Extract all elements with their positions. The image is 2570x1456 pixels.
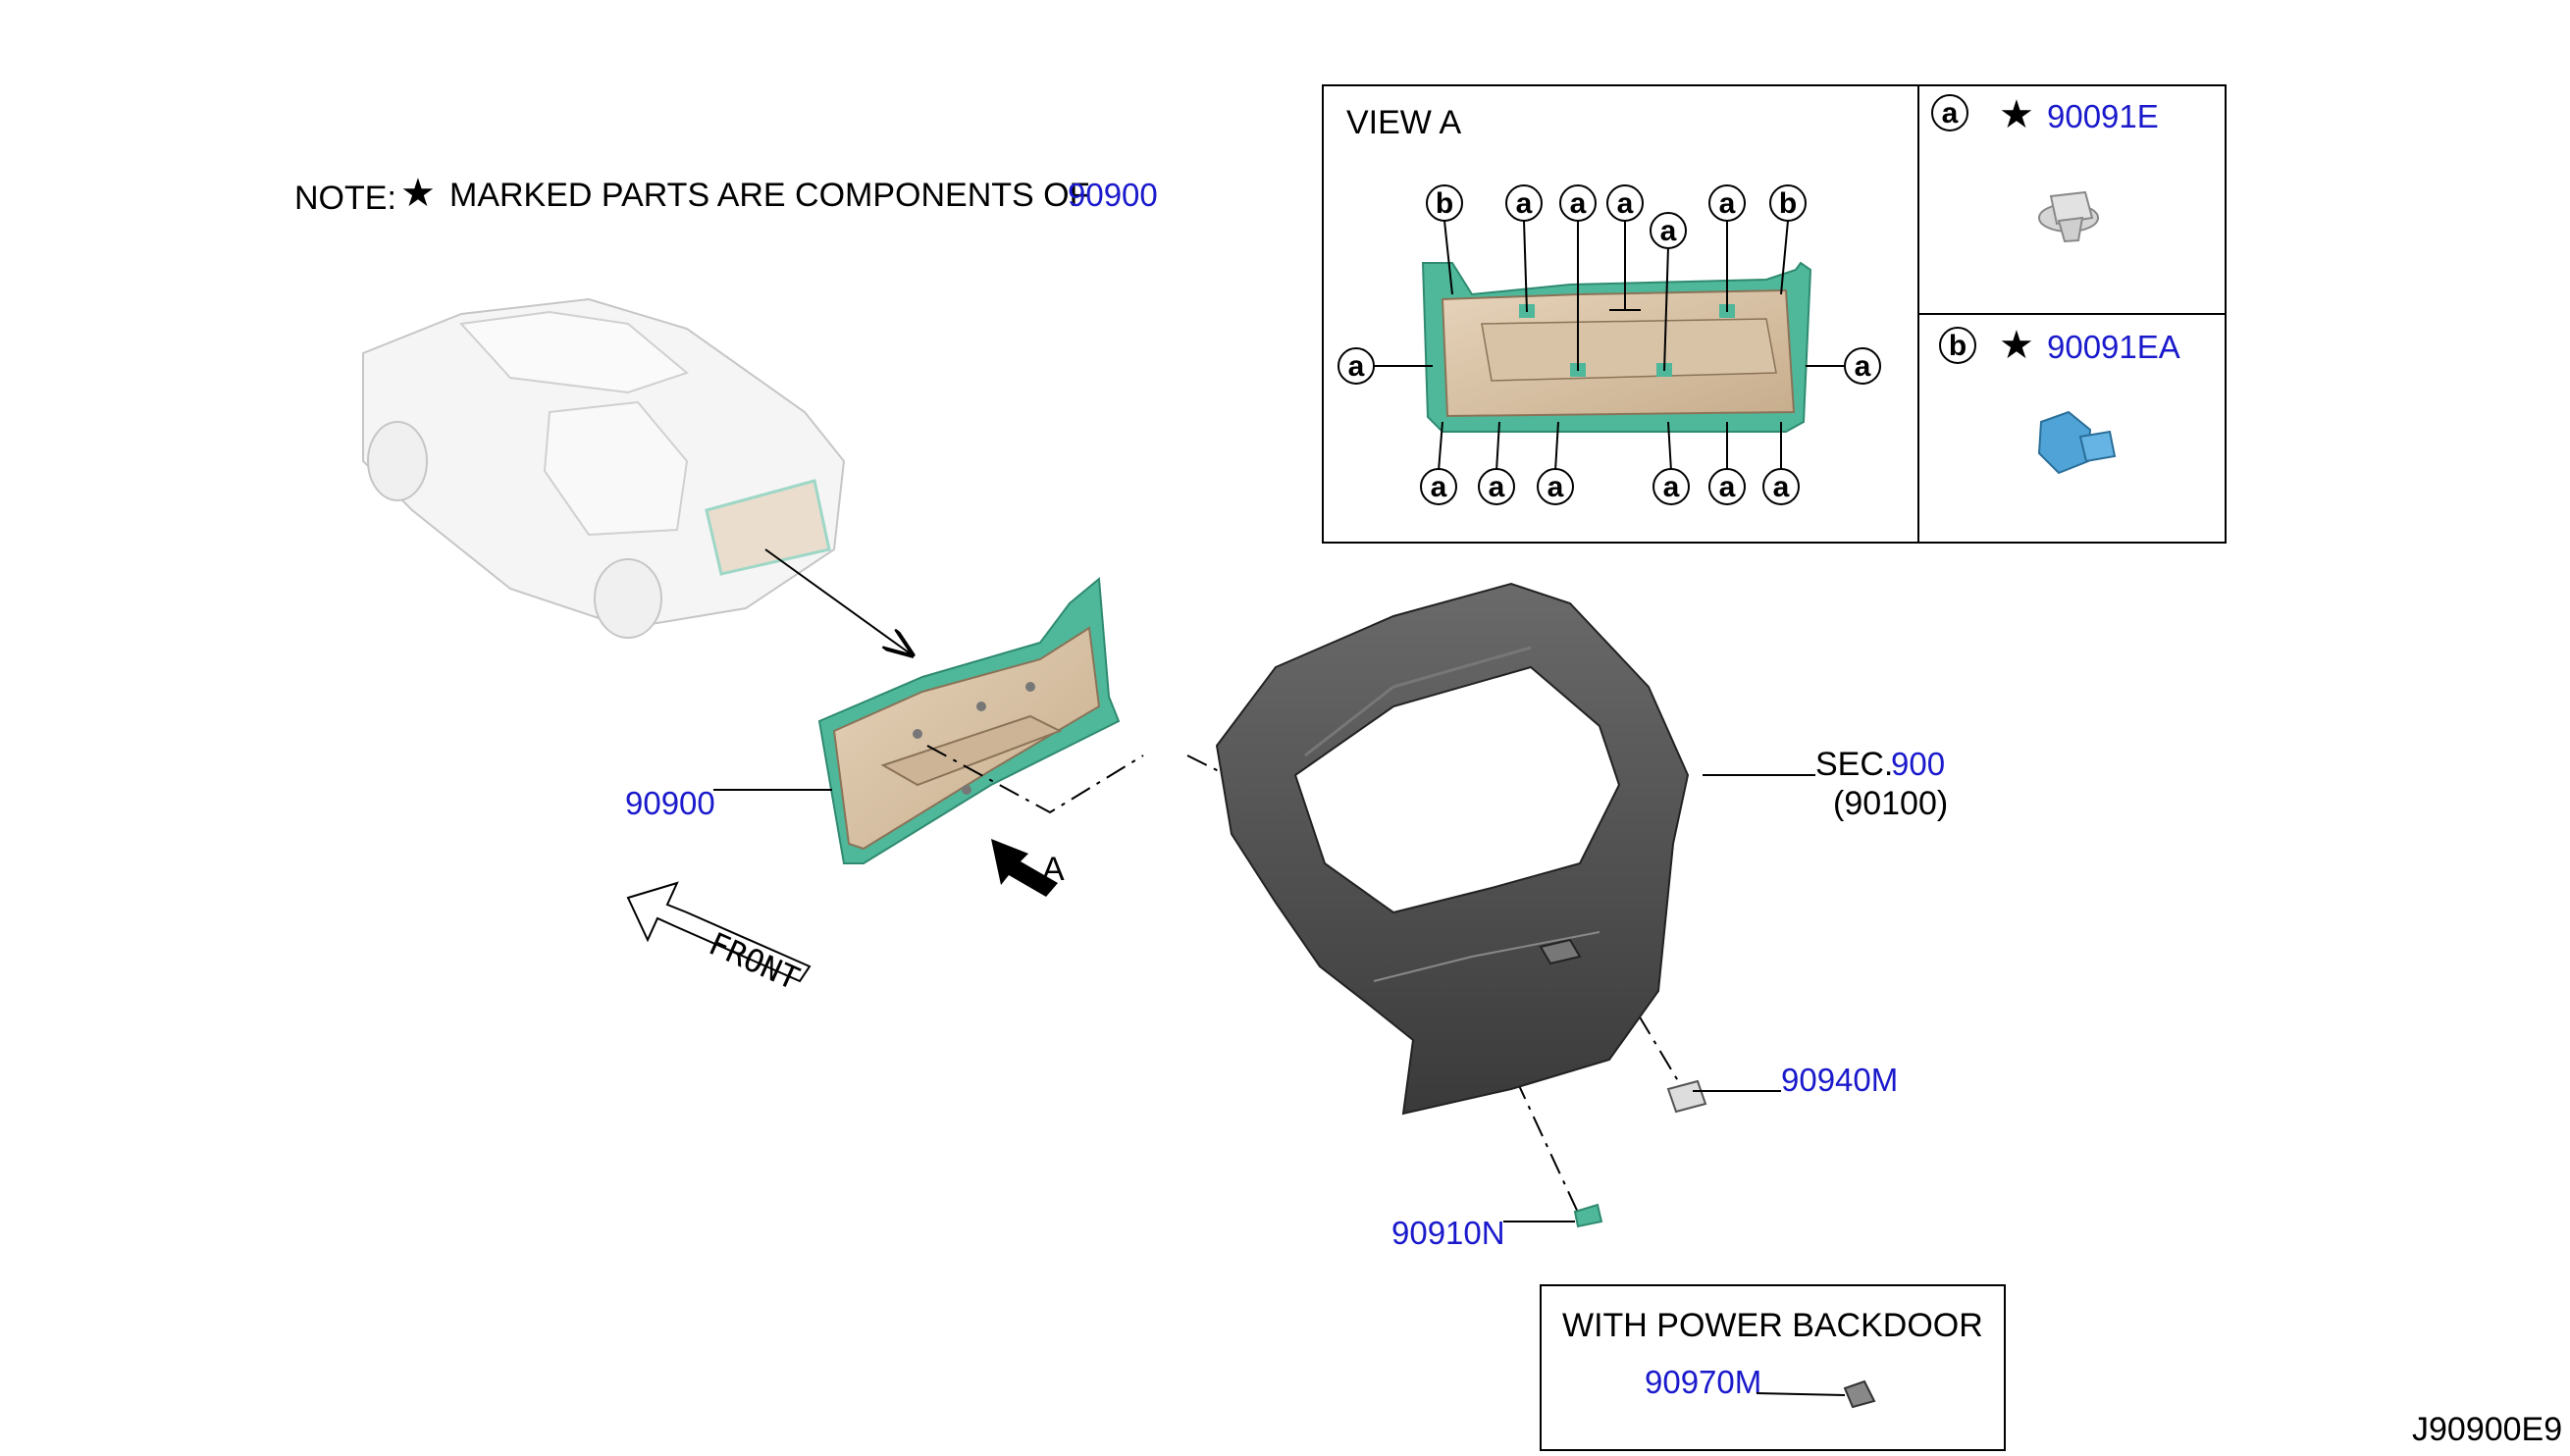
note: NOTE: ★ MARKED PARTS ARE COMPONENTS OF 9… <box>294 171 1158 217</box>
svg-text:a: a <box>1660 215 1677 247</box>
part-number-90900[interactable]: 90900 <box>625 785 715 821</box>
view-a-box: VIEW A b a a a <box>1322 84 2227 544</box>
callout-right-a: a <box>1844 347 1881 385</box>
part-90970m-icon <box>1843 1379 1876 1409</box>
svg-text:a: a <box>1547 471 1564 503</box>
legend-clip-b: b ★ 90091EA <box>1939 323 2180 475</box>
sec-prefix: SEC. <box>1815 746 1893 783</box>
svg-text:a: a <box>1719 471 1736 503</box>
legend-a-part-number[interactable]: 90091E <box>2047 98 2159 134</box>
note-prefix: NOTE: <box>294 180 396 217</box>
callout-bottom-a-6: a <box>1762 468 1800 505</box>
svg-text:a: a <box>1570 187 1587 220</box>
svg-text:a: a <box>1431 471 1447 503</box>
alignment-line-1 <box>926 745 1144 814</box>
svg-text:b: b <box>1436 187 1453 220</box>
front-label: FRONT <box>704 925 805 998</box>
callout-left-a: a <box>1337 347 1375 385</box>
star-icon: ★ <box>1999 92 2034 137</box>
svg-text:a: a <box>1489 471 1505 503</box>
callout-bottom-a-5: a <box>1708 468 1746 505</box>
callout-bottom-a-4: a <box>1652 468 1690 505</box>
part-number-90970m[interactable]: 90970M <box>1645 1364 1761 1400</box>
part-90910n-icon[interactable] <box>1573 1203 1603 1228</box>
legend-clip-a: a ★ 90091E <box>1931 92 2159 243</box>
diagram-code: J90900E9 <box>2412 1411 2562 1448</box>
svg-text:a: a <box>1348 350 1365 383</box>
part-number-90940m[interactable]: 90940M <box>1781 1062 1898 1098</box>
clip-b-icon <box>2037 410 2117 475</box>
callout-top-a-2: a <box>1559 184 1597 222</box>
svg-text:a: a <box>1773 471 1790 503</box>
star-icon: ★ <box>1999 323 2034 368</box>
svg-text:a: a <box>1663 471 1680 503</box>
view-a-arrow: A <box>991 839 1065 897</box>
backdoor-trim-panel[interactable] <box>817 577 1121 864</box>
svg-text:a: a <box>1516 187 1533 220</box>
callout-bottom-a-1: a <box>1420 468 1457 505</box>
legend-b-symbol: b <box>1949 330 1967 362</box>
leader-90970m <box>1756 1392 1846 1396</box>
vehicle-to-trim-arrow <box>764 548 913 655</box>
sec-sub-number: (90100) <box>1833 785 1948 822</box>
alignment-line-4 <box>1638 1014 1684 1090</box>
callout-top-a-3: a <box>1606 184 1644 222</box>
svg-text:a: a <box>1719 187 1736 220</box>
svg-text:a: a <box>1617 187 1634 220</box>
callout-top-b-left: b <box>1426 184 1463 222</box>
callout-top-a-1: a <box>1505 184 1543 222</box>
view-a-trim-panel <box>1421 261 1812 433</box>
alignment-line-5 <box>1515 1078 1581 1218</box>
legend-a-symbol: a <box>1942 97 1959 130</box>
callout-top-a-5: a <box>1708 184 1746 222</box>
front-indicator: FRONT <box>626 881 812 998</box>
note-text: MARKED PARTS ARE COMPONENTS OF <box>449 177 1089 214</box>
star-icon: ★ <box>400 171 436 216</box>
alignment-line-2 <box>1186 754 1228 776</box>
view-a-arrow-label: A <box>1042 851 1065 888</box>
power-backdoor-box: WITH POWER BACKDOOR 90970M <box>1540 1284 2006 1451</box>
callout-top-b-right: b <box>1769 184 1807 222</box>
callout-bottom-a-2: a <box>1478 468 1515 505</box>
note-part-number[interactable]: 90900 <box>1068 177 1158 213</box>
back-door[interactable] <box>1215 582 1690 1116</box>
part-90940m-icon[interactable] <box>1666 1079 1707 1114</box>
legend-b-part-number[interactable]: 90091EA <box>2047 329 2180 365</box>
svg-text:b: b <box>1779 187 1797 220</box>
svg-text:a: a <box>1855 350 1871 383</box>
callout-top-a-4: a <box>1650 212 1687 249</box>
clip-a-icon <box>2038 190 2099 243</box>
sec-number[interactable]: 900 <box>1891 746 1945 782</box>
power-backdoor-title: WITH POWER BACKDOOR <box>1562 1307 1983 1344</box>
view-a-title: VIEW A <box>1346 104 1461 141</box>
vehicle-illustration <box>362 297 846 639</box>
callout-bottom-a-3: a <box>1537 468 1574 505</box>
part-number-90910n[interactable]: 90910N <box>1391 1215 1505 1251</box>
